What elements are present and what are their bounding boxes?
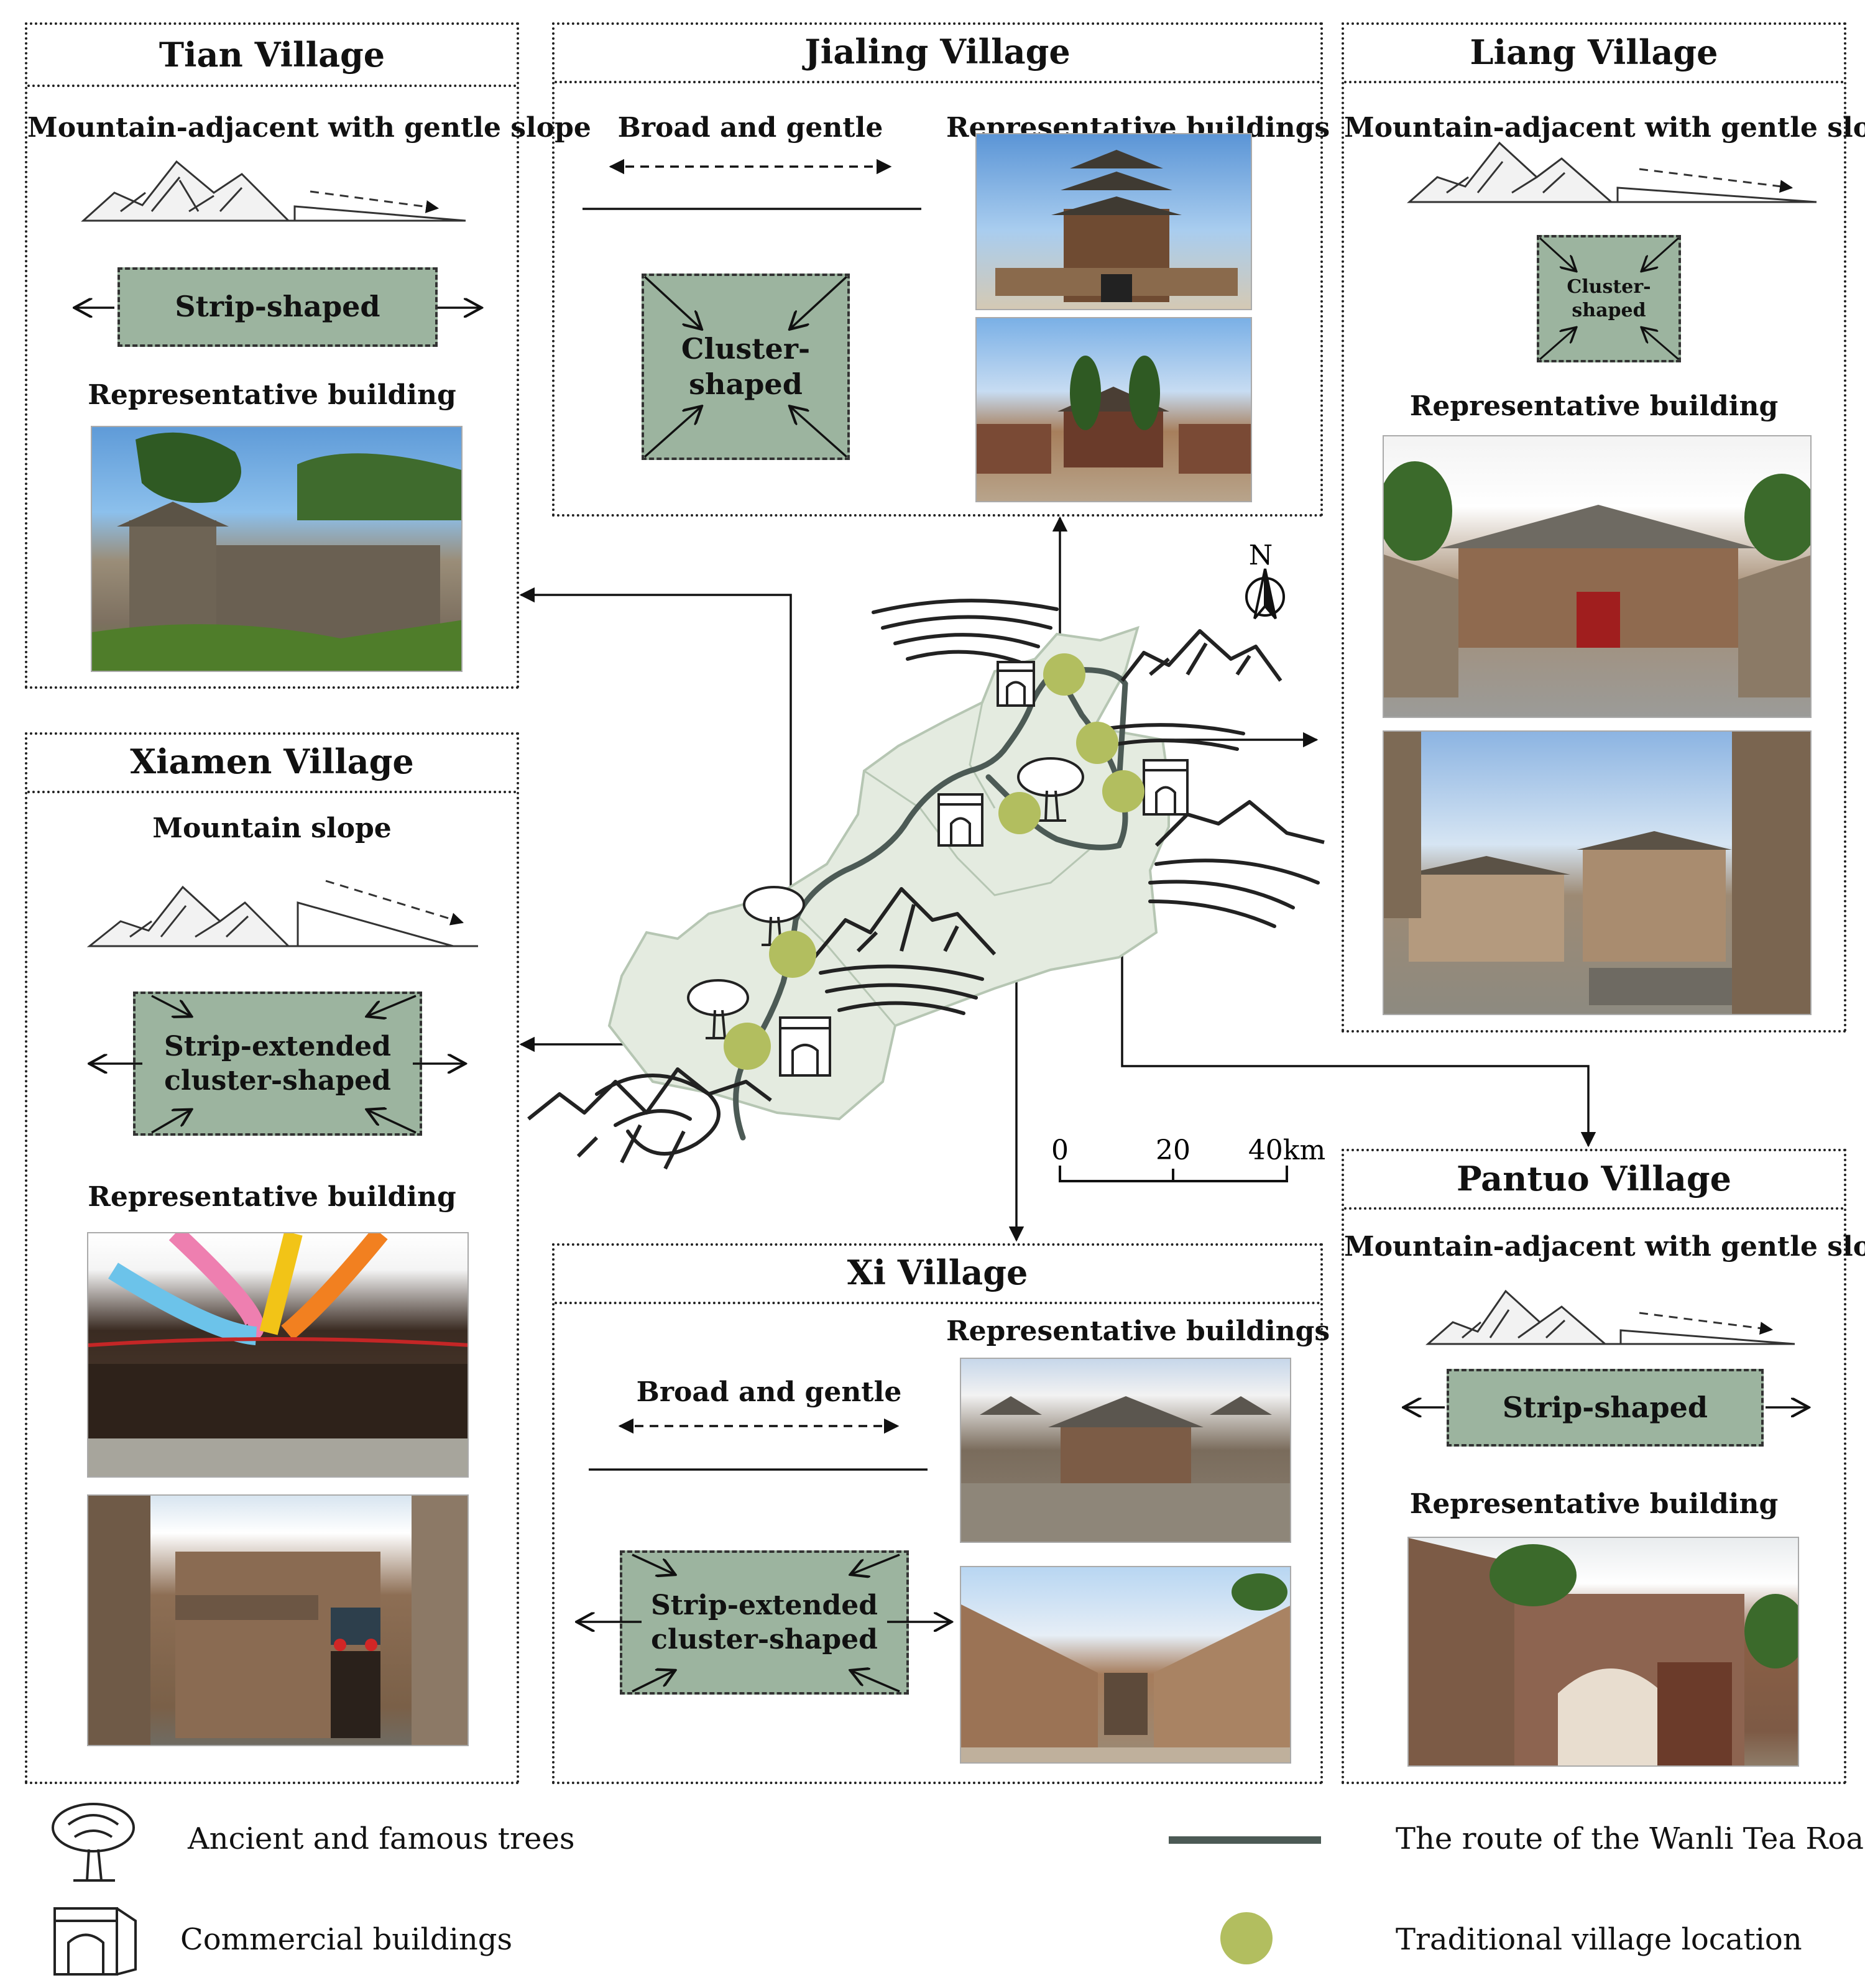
jialing-village-panel: Jialing Village Broad and gentle Represe… xyxy=(552,22,1330,517)
xiamen-pattern-arrows xyxy=(27,995,522,1134)
tian-village-panel: Tian Village Mountain-adjacent with gent… xyxy=(25,22,591,689)
north-arrow-icon xyxy=(1245,568,1285,620)
tian-building-photo xyxy=(91,426,463,672)
xi-building-photo-2 xyxy=(960,1566,1291,1764)
scale-bar xyxy=(1059,1166,1288,1182)
xiamen-village-panel: Xiamen Village Mountain slope Strip-exte… xyxy=(25,732,519,1784)
xi-pattern-line1: Strip-extended xyxy=(650,1590,878,1621)
north-label: N xyxy=(1249,540,1273,571)
xiamen-terrain-label: Mountain slope xyxy=(152,812,392,844)
tian-pattern-arrows xyxy=(27,25,522,398)
village-location-dots xyxy=(724,653,1144,1070)
liang-village-panel: Liang Village Mountain-adjacent with gen… xyxy=(1342,22,1865,1033)
pantuo-building-photo xyxy=(1407,1537,1799,1767)
xiamen-village-title: Xiamen Village xyxy=(27,735,517,793)
terrain-strokes xyxy=(595,599,1320,1156)
jialing-village-title: Jialing Village xyxy=(555,25,1320,83)
ancient-tree-marker-2 xyxy=(687,979,749,1039)
ancient-tree-marker-1 xyxy=(743,886,805,946)
jialing-terrain-label: Broad and gentle xyxy=(617,112,883,144)
tian-terrain-icon xyxy=(81,160,466,222)
xi-village-title: Xi Village xyxy=(555,1246,1320,1304)
pantuo-terrain-label: Mountain-adjacent with gentle slope xyxy=(1344,1231,1865,1263)
pantuo-village-title: Pantuo Village xyxy=(1344,1151,1844,1210)
legend-village-label: Traditional village location xyxy=(1396,1922,1802,1957)
tian-terrain-label: Mountain-adjacent with gentle slope xyxy=(27,112,591,144)
xi-pattern-arrows xyxy=(555,1553,1325,1693)
liang-pattern-arrows xyxy=(1539,237,1680,361)
jialing-terrain-icon xyxy=(583,159,921,210)
commercial-building-marker-4 xyxy=(779,1016,831,1077)
liang-building-photo-2 xyxy=(1383,730,1812,1015)
pantuo-pattern-arrows xyxy=(1344,1151,1849,1524)
pantuo-village-panel: Pantuo Village Mountain-adjacent with ge… xyxy=(1342,1149,1865,1784)
legend-commercial-label: Commercial buildings xyxy=(180,1922,513,1957)
tian-village-title: Tian Village xyxy=(27,25,517,87)
tian-pattern-box: Strip-shaped xyxy=(117,267,438,347)
xi-pattern-line2: cluster-shaped xyxy=(651,1624,878,1655)
jialing-building-photo-2 xyxy=(975,317,1252,502)
xiamen-building-photo-1 xyxy=(87,1232,469,1478)
mountain-sketches xyxy=(527,629,1325,1170)
pantuo-building-label: Representative building xyxy=(1409,1488,1779,1520)
legend-route-label: The route of the Wanli Tea Road xyxy=(1396,1821,1865,1856)
commercial-building-marker-1 xyxy=(997,661,1035,707)
scale-tick-0: 0 xyxy=(1051,1134,1069,1166)
commercial-building-marker-3 xyxy=(1143,759,1189,816)
scale-tick-40km: 40km xyxy=(1248,1134,1325,1166)
legend-trees-label: Ancient and famous trees xyxy=(188,1821,575,1856)
xi-village-panel: Xi Village Representative buildings Broa… xyxy=(552,1243,1330,1784)
liang-building-photo-1 xyxy=(1383,435,1812,718)
xi-terrain-label: Broad and gentle xyxy=(636,1376,902,1408)
liang-village-title: Liang Village xyxy=(1344,25,1844,83)
liang-terrain-label: Mountain-adjacent with gentle slope xyxy=(1344,112,1865,144)
legend-village-dot xyxy=(1220,1912,1273,1964)
xiamen-terrain-icon xyxy=(86,880,478,947)
xiamen-building-photo-2 xyxy=(87,1494,469,1746)
xi-building-photo-1 xyxy=(960,1358,1291,1543)
legend-tree-icon xyxy=(52,1803,135,1882)
scale-tick-20: 20 xyxy=(1156,1134,1190,1166)
jialing-building-photo-1 xyxy=(975,133,1252,310)
ancient-tree-marker-3 xyxy=(1017,757,1084,822)
legend-commercial-icon xyxy=(53,1907,137,1976)
pantuo-terrain-icon xyxy=(1425,1289,1795,1345)
commercial-building-marker-2 xyxy=(937,793,983,847)
liang-building-label: Representative building xyxy=(1409,390,1779,422)
liang-terrain-icon xyxy=(1407,141,1817,203)
xi-building-label: Representative buildings xyxy=(946,1315,1330,1347)
xiamen-pattern-line2: cluster-shaped xyxy=(164,1065,391,1097)
pantuo-pattern-box: Strip-shaped xyxy=(1447,1369,1764,1447)
jialing-pattern-arrows xyxy=(643,275,848,458)
xiamen-pattern-line1: Strip-extended xyxy=(163,1031,392,1062)
xiamen-building-label: Representative building xyxy=(88,1181,456,1213)
xi-terrain-icon xyxy=(589,1418,928,1471)
tian-building-label: Representative building xyxy=(88,379,456,411)
